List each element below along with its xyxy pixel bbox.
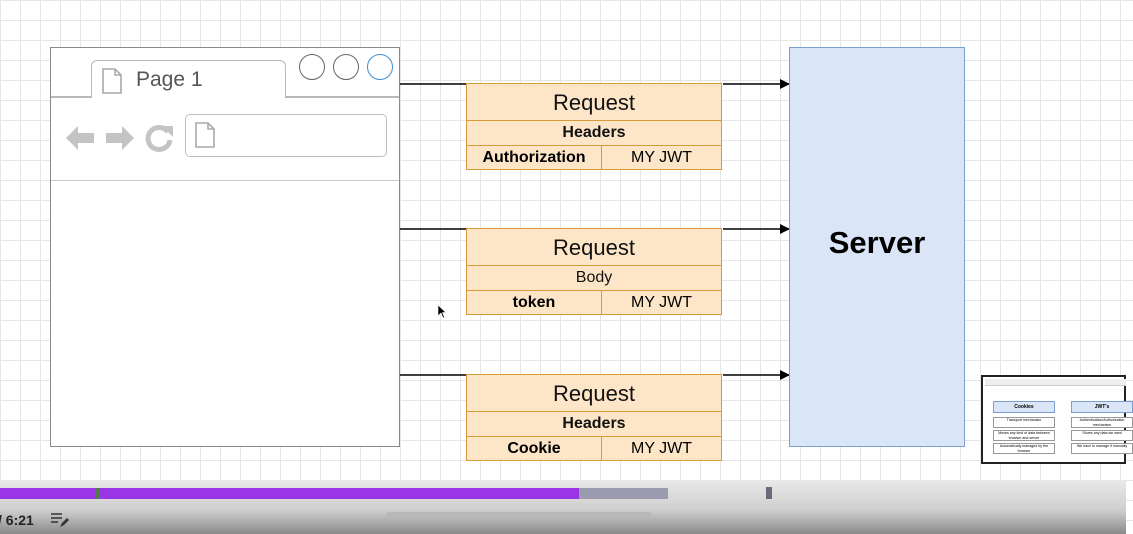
page-icon — [195, 122, 215, 148]
request-title: Request — [467, 84, 721, 121]
window-button-icon[interactable] — [367, 54, 393, 80]
request-section: Body — [467, 266, 721, 291]
request-field-key: Authorization — [467, 146, 602, 169]
request-title: Request — [467, 229, 721, 266]
thumbnail-right-column: JWT's Authentication/Authorization mecha… — [1071, 401, 1133, 454]
request-field-row: token MY JWT — [467, 291, 721, 314]
browser-chrome: Page 1 — [51, 48, 399, 181]
browser-tab[interactable]: Page 1 — [91, 60, 286, 98]
hover-marker — [766, 487, 772, 499]
thumbnail-cell: Moves any kind of data between browser a… — [993, 430, 1055, 441]
request-box-authorization: Request Headers Authorization MY JWT — [466, 83, 722, 170]
page-icon — [102, 68, 122, 94]
mouse-cursor-icon — [437, 304, 447, 319]
horizontal-scrollbar[interactable] — [386, 512, 652, 518]
request-field-row: Cookie MY JWT — [467, 437, 721, 460]
window-button-icon[interactable] — [299, 54, 325, 80]
progress-played[interactable] — [0, 488, 579, 499]
request-box-cookie: Request Headers Cookie MY JWT — [466, 374, 722, 461]
playlist-edit-icon[interactable] — [50, 512, 70, 528]
browser-window: Page 1 — [50, 47, 400, 447]
server-box: Server — [789, 47, 965, 447]
reload-icon[interactable] — [144, 123, 176, 153]
window-button-icon[interactable] — [333, 54, 359, 80]
chapter-marker — [95, 488, 100, 499]
request-title: Request — [467, 375, 721, 412]
thumbnail-left-column: Cookies Transport mechanism Moves any ki… — [993, 401, 1055, 454]
thumbnail-cell: Automatically managed by the browser — [993, 443, 1055, 454]
server-label: Server — [828, 225, 926, 260]
request-section: Headers — [467, 121, 721, 146]
request-field-value: MY JWT — [630, 149, 693, 166]
back-arrow-icon[interactable] — [65, 124, 95, 152]
forward-arrow-icon[interactable] — [105, 124, 135, 152]
request-field-key: token — [467, 291, 602, 314]
thumbnail-cell: Authentication/Authorization mechanism — [1071, 417, 1133, 428]
thumbnail-cell: Transport mechanism — [993, 417, 1055, 428]
request-field-key: Cookie — [467, 437, 602, 460]
request-field-row: Authorization MY JWT — [467, 146, 721, 169]
thumbnail-cell: We have to manage it manually — [1071, 443, 1133, 454]
request-field-value: MY JWT — [630, 440, 693, 457]
slide-thumbnail[interactable]: Cookies Transport mechanism Moves any ki… — [981, 375, 1133, 464]
request-field-value: MY JWT — [630, 294, 693, 311]
thumbnail-right-header: JWT's — [1071, 401, 1133, 413]
request-section: Headers — [467, 412, 721, 437]
request-box-body-token: Request Body token MY JWT — [466, 228, 722, 315]
tab-title: Page 1 — [136, 68, 203, 91]
address-bar[interactable] — [185, 114, 387, 157]
thumbnail-left-header: Cookies — [993, 401, 1055, 413]
thumbnail-cell: Stores any data we want — [1071, 430, 1133, 441]
video-time: / 6:21 — [0, 512, 34, 528]
thumbnail-toolbar — [985, 379, 1126, 386]
